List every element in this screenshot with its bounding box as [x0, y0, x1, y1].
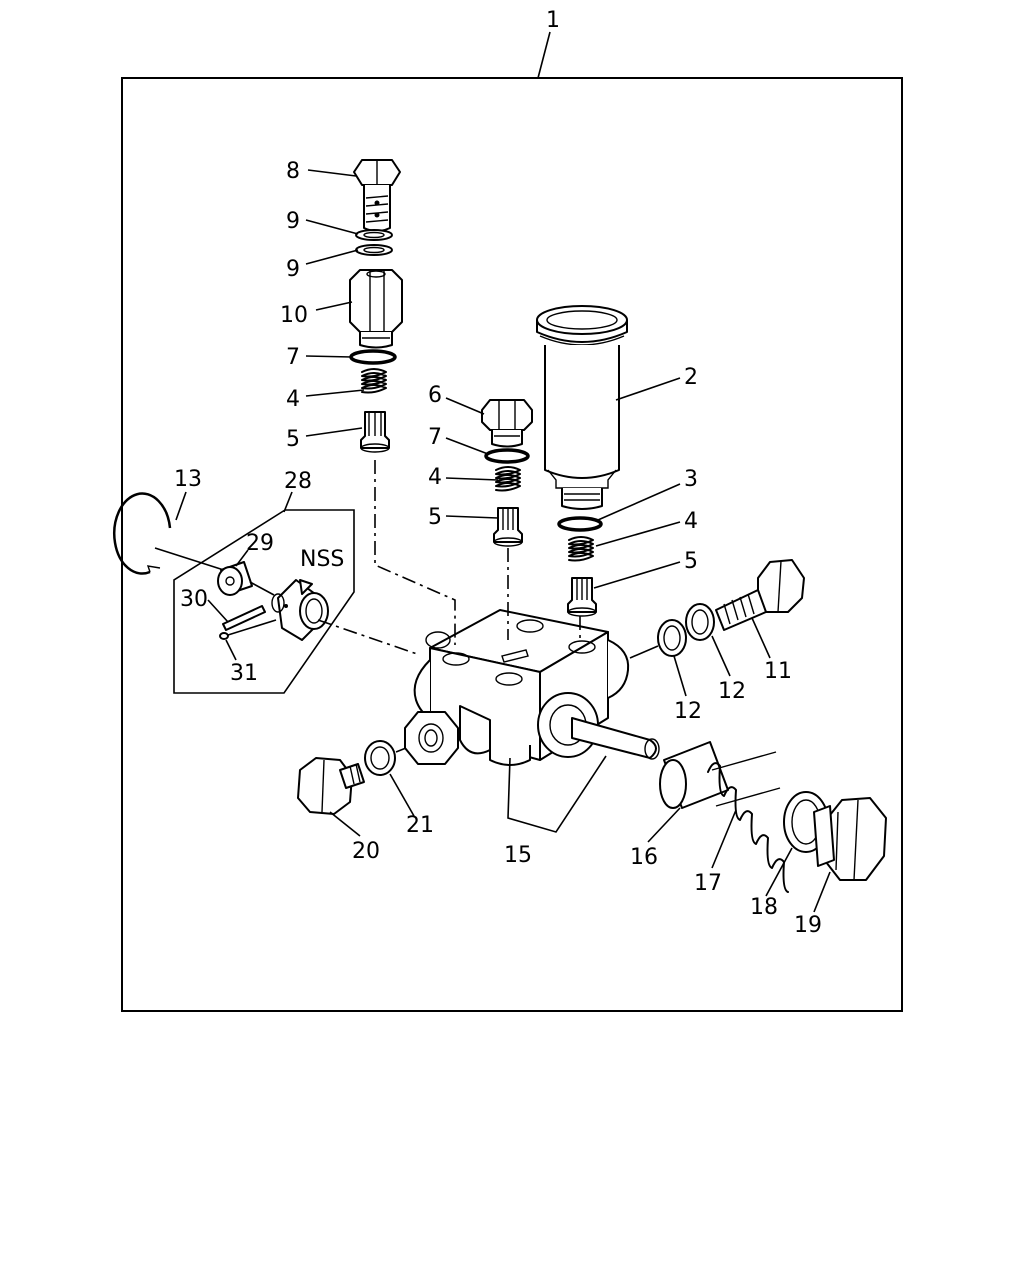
part-6-plug: [481, 399, 533, 448]
part-5-valve-middle: [493, 507, 523, 547]
part-9-washer-lower: [355, 244, 393, 256]
callout-31: 31: [230, 661, 258, 686]
part-30-pin: [222, 605, 266, 631]
callout-3: 3: [684, 467, 698, 492]
callout-5a: 5: [286, 427, 300, 452]
part-4-spring-middle: [495, 466, 521, 492]
callout-2: 2: [684, 365, 698, 390]
callout-6: 6: [428, 383, 442, 408]
part-21-gasket: [364, 740, 396, 776]
part-4-spring-left: [361, 368, 387, 394]
callout-16: 16: [630, 845, 658, 870]
callout-11: 11: [764, 659, 792, 684]
callout-13: 13: [174, 467, 202, 492]
part-7-o-ring-middle: [484, 448, 530, 464]
part-7-o-ring-left: [349, 349, 397, 365]
part-3-o-ring: [557, 516, 603, 532]
part-5-valve-left: [360, 411, 390, 453]
callout-5c: 5: [684, 549, 698, 574]
callout-9a: 9: [286, 209, 300, 234]
part-9-washer-upper: [355, 229, 393, 241]
part-17-spring: [707, 751, 789, 893]
part-16-sleeve: [659, 741, 729, 809]
part-31-small-pin: [219, 619, 277, 640]
part-19-cap-nut: [813, 797, 887, 881]
part-10-holder: [349, 269, 403, 349]
piston-rod: [571, 717, 660, 760]
part-28-group-outline: [173, 509, 355, 694]
callout-4c: 4: [684, 509, 698, 534]
callout-10: 10: [280, 303, 308, 328]
centerline-left-column: [374, 460, 456, 645]
part-12-gasket-outer: [685, 603, 715, 641]
part-13-snap-ring: [113, 492, 172, 575]
callout-30: 30: [180, 587, 208, 612]
callout-29: 29: [246, 531, 274, 556]
callout-7b: 7: [428, 425, 442, 450]
nss-note: NSS: [300, 547, 344, 572]
callout-15: 15: [504, 843, 532, 868]
part-13-axis: [154, 547, 231, 573]
callout-12b: 12: [674, 699, 702, 724]
callout-19: 19: [794, 913, 822, 938]
callout-21: 21: [406, 813, 434, 838]
callout-7a: 7: [286, 345, 300, 370]
part-20-plug-bolt: [297, 757, 365, 815]
part-5-valve-right: [567, 577, 597, 617]
callout-20: 20: [352, 839, 380, 864]
part-8-eye-bolt: [353, 159, 401, 232]
callout-4b: 4: [428, 465, 442, 490]
part-28-cam-assembly: [271, 579, 329, 641]
callout-9b: 9: [286, 257, 300, 282]
part-15-pump-body: [413, 609, 630, 766]
assembly-frame: [121, 77, 903, 1012]
callout-5b: 5: [428, 505, 442, 530]
part-12-gasket-inner: [657, 619, 687, 657]
part-11-eye-bolt: [715, 559, 805, 631]
part-29-collar: [217, 561, 253, 596]
body-left-port-nut: [404, 711, 459, 765]
callout-17: 17: [694, 871, 722, 896]
callout-4a: 4: [286, 387, 300, 412]
callout-8: 8: [286, 159, 300, 184]
callout-12a: 12: [718, 679, 746, 704]
leader-lines: [175, 169, 831, 913]
nss-marker-icon: [299, 579, 313, 595]
leader-1: [537, 31, 551, 79]
callout-18: 18: [750, 895, 778, 920]
part-4-spring-right: [568, 536, 594, 562]
callout-1: 1: [546, 8, 560, 33]
centerline-28-to-body: [317, 619, 421, 656]
part-2-priming-pump: [536, 305, 628, 510]
callout-labels: 1 2 3 4 5 8 9 9 10 7 4 5 6 7 4 5 13 28 2…: [174, 8, 822, 938]
callout-28: 28: [284, 469, 312, 494]
